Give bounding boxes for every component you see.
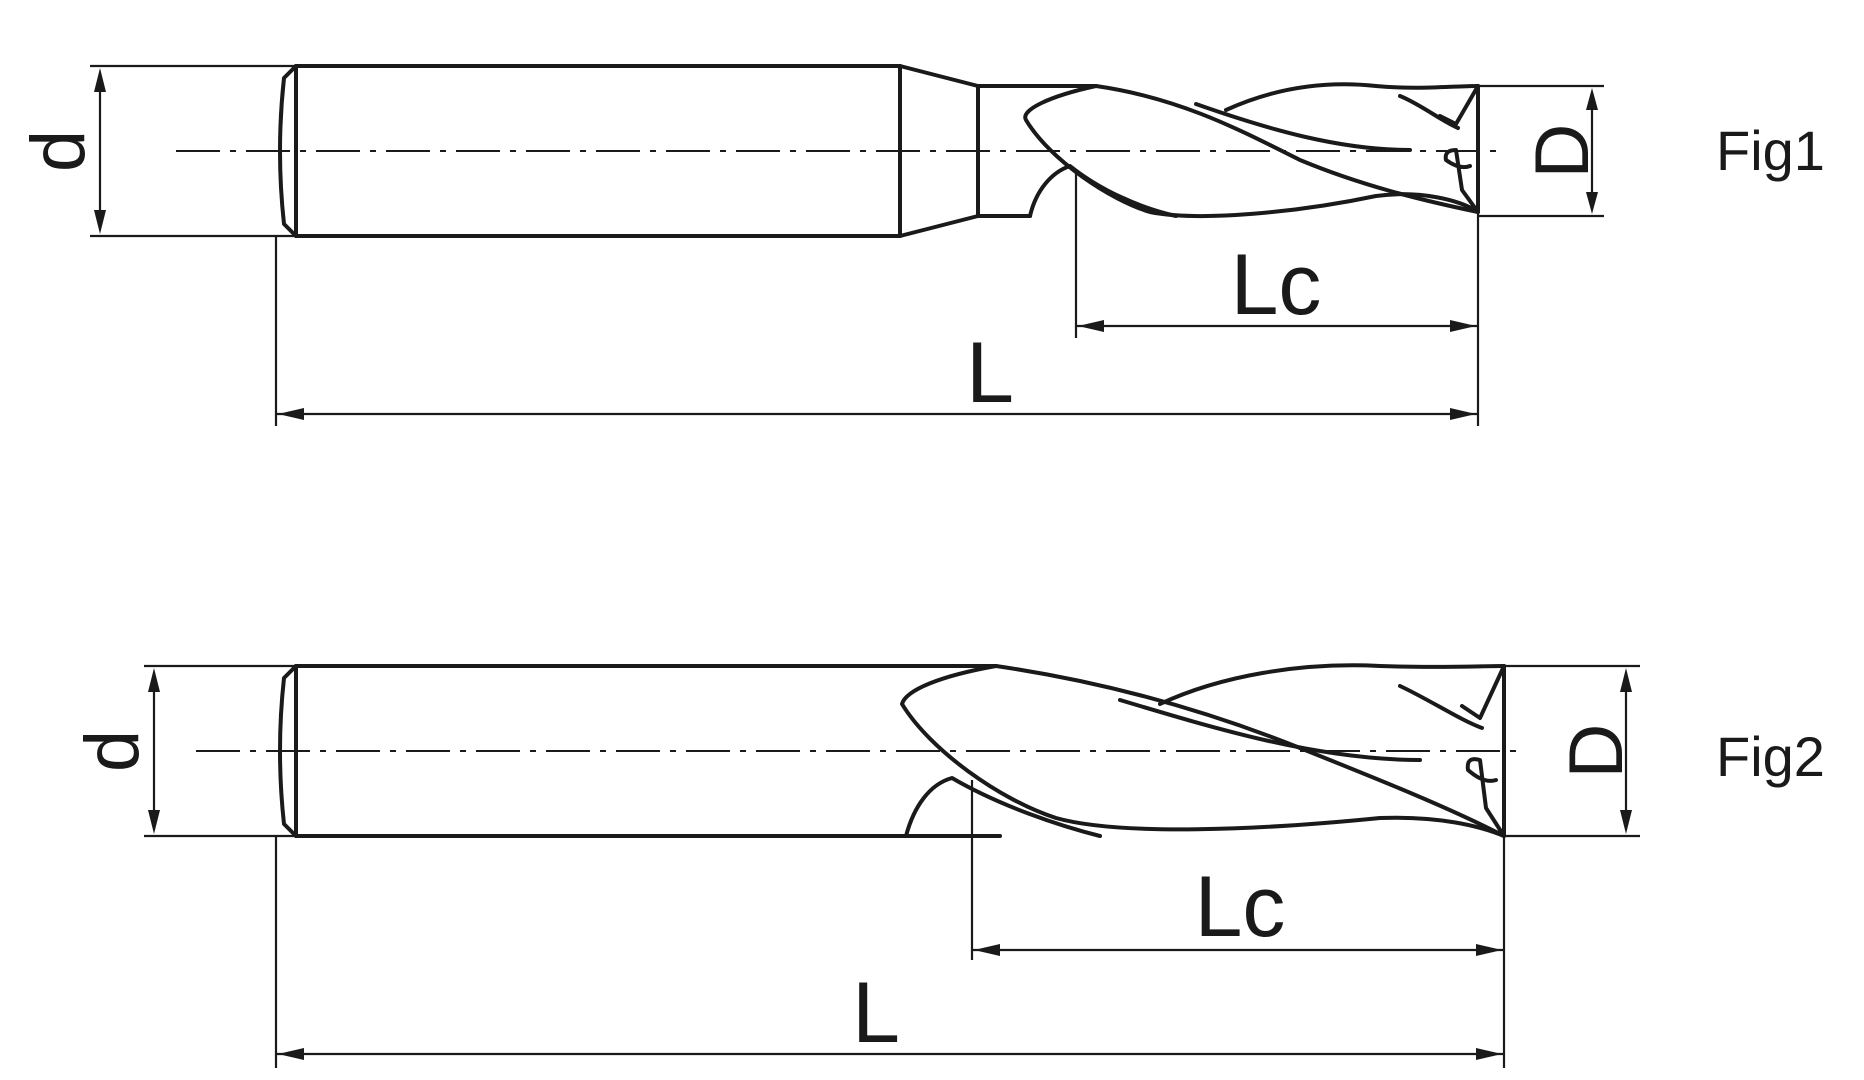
fig1-flute-helix-1 [1194,102,1412,152]
fig2-flute-1 [900,664,1506,838]
fig2-flute-helix-1 [1118,698,1422,762]
fig2-cutting-tip [1460,664,1506,838]
fig1-flute-edge-1 [1094,84,1480,214]
fig1-L-arrow-right [1450,408,1476,420]
fig2-shank-diameter-label: d [70,730,155,772]
fig2-flute-helix-2 [1398,684,1484,730]
fig1-flute-helix-2 [1398,94,1460,130]
fig2-flute-2 [904,776,1102,838]
fig1-flute-2 [1028,164,1178,218]
fig2-Lc-arrow-left [974,944,1000,956]
fig1-neck-taper [898,64,980,238]
fig1-shank-chamfer [278,64,298,238]
figure-1 [90,64,1604,426]
fig2-L-arrow-right [1476,1048,1502,1060]
fig2-D-arrow-bottom [1620,810,1632,834]
fig2-overall-length-label: L [852,965,900,1061]
fig1-d-arrow-top [94,68,106,92]
fig2-cutter-diameter-label: D [1554,724,1639,779]
fig2-L-arrow-left [278,1048,304,1060]
fig1-D-arrow-top [1586,88,1598,110]
fig1-L-arrow-left [278,408,304,420]
fig1-caption: Fig1 [1716,119,1825,182]
fig2-shank-chamfer [278,664,298,838]
fig1-D-arrow-bottom [1586,192,1598,214]
fig1-cutter-diameter-label: D [1520,124,1605,179]
fig1-shank-diameter-label: d [16,130,101,172]
fig1-Lc-arrow-right [1450,320,1476,332]
fig2-d-arrow-bottom [148,810,160,834]
fig1-cutting-tip [1438,84,1480,214]
fig2-d-arrow-top [148,668,160,692]
fig2-cut-length-label: Lc [1195,859,1286,955]
fig2-caption: Fig2 [1716,725,1825,788]
fig1-d-arrow-bottom [94,210,106,234]
fig1-cut-length-label: Lc [1231,237,1322,333]
fig1-Lc-arrow-left [1078,320,1104,332]
fig1-flute-3 [1224,82,1480,112]
fig1-overall-length-label: L [966,325,1014,421]
fig2-D-arrow-top [1620,668,1632,692]
fig2-flute-3 [1158,663,1506,706]
fig2-Lc-arrow-right [1476,944,1502,956]
figure-2 [144,663,1640,1068]
